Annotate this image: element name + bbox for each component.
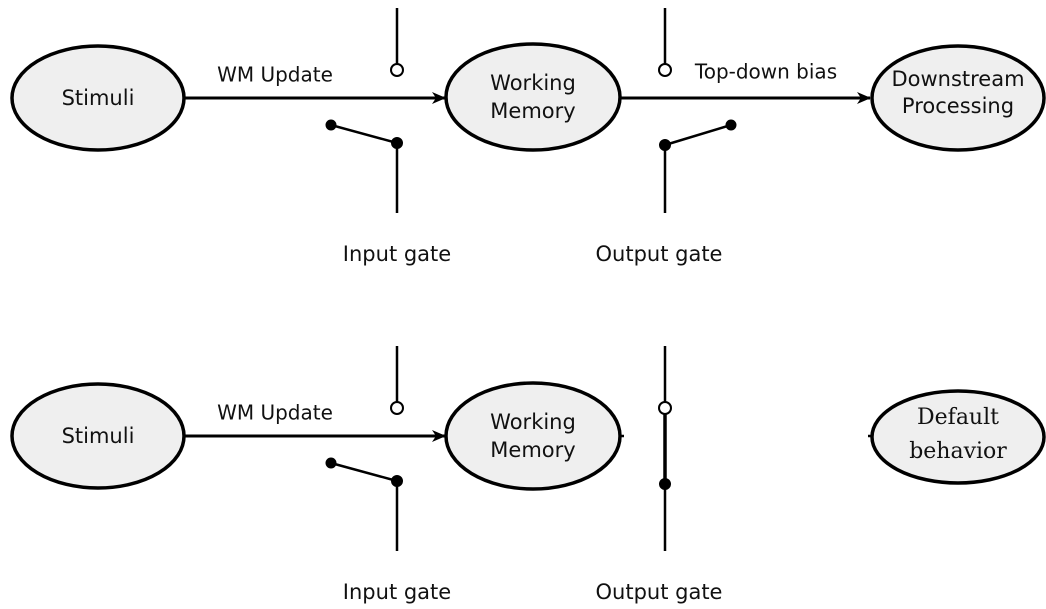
output-gate-upper-contact	[658, 63, 672, 77]
output-gate-label: Output gate	[596, 242, 723, 266]
output-gate-upper-contact	[658, 401, 672, 415]
input-gate-label: Input gate	[343, 580, 451, 604]
bias-label: Top-down bias	[694, 60, 837, 84]
output-gate-switch	[658, 8, 737, 213]
input-gate-lever	[330, 461, 398, 483]
stimuli-label: Stimuli	[62, 86, 135, 110]
input-gate-lever	[330, 123, 398, 145]
default-behavior-label-line2: behavior	[909, 439, 1007, 464]
output-gate-switch	[658, 346, 672, 551]
input-gate-upper-contact	[390, 63, 404, 77]
input-gate-lever-end	[325, 119, 337, 131]
input-gate-upper-contact	[390, 401, 404, 415]
stimuli-node	[10, 44, 186, 152]
downstream-label-line1: Downstream	[891, 67, 1024, 91]
input-gate-switch	[325, 346, 404, 551]
default-behavior-label-line1: Default	[917, 405, 999, 430]
stimuli-node	[10, 382, 186, 490]
downstream-label-line2: Processing	[902, 94, 1014, 118]
output-gate-lever	[664, 123, 732, 147]
panel-bottom: Stimuli WM Update Working Memory Default…	[10, 346, 1046, 604]
output-gate-label: Output gate	[596, 580, 723, 604]
update-label: WM Update	[217, 63, 333, 87]
working-memory-label-line2: Memory	[490, 99, 575, 123]
panel-top: Stimuli WM Update Working Memory Top-dow…	[10, 8, 1046, 266]
update-label: WM Update	[217, 401, 333, 425]
stimuli-label: Stimuli	[62, 424, 135, 448]
working-memory-label-line1: Working	[490, 71, 576, 95]
working-memory-node	[444, 381, 622, 491]
output-gate-lever-end	[725, 119, 737, 131]
input-gate-switch	[325, 8, 404, 213]
input-gate-lever-end	[325, 457, 337, 469]
working-memory-label-line2: Memory	[490, 438, 575, 462]
working-memory-node	[444, 42, 622, 152]
input-gate-label: Input gate	[343, 242, 451, 266]
downstream-node	[870, 44, 1046, 152]
working-memory-label-line1: Working	[490, 410, 576, 434]
